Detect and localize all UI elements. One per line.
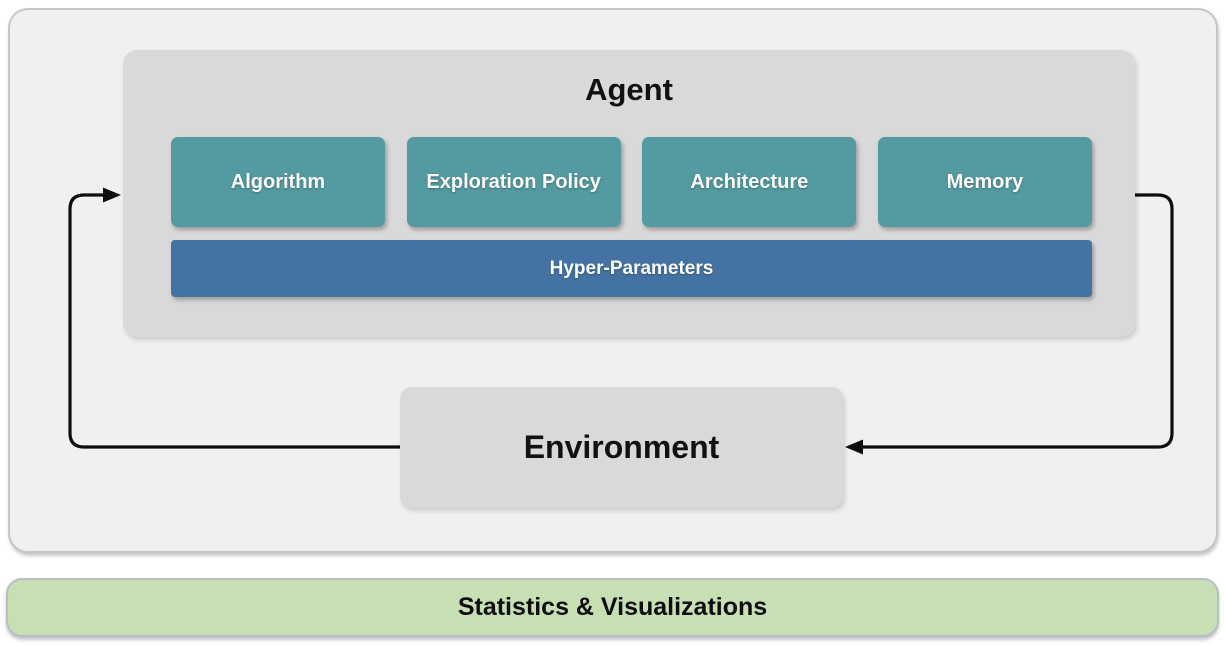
environment-box: Environment [400,387,843,508]
component-label: Architecture [690,170,809,193]
component-label: Exploration Policy [426,170,601,193]
component-box-architecture: Architecture [642,137,857,227]
component-label: Algorithm [230,170,326,193]
component-box-algorithm: Algorithm [171,137,385,227]
hyper-parameters-label: Hyper-Parameters [549,257,714,279]
component-box-exploration-policy: Exploration Policy [406,137,621,227]
hyper-parameters-bar: Hyper-Parameters [171,240,1092,297]
agent-title: Agent [585,72,673,107]
agent-components-row: Algorithm Exploration Policy Architectur… [171,137,1092,227]
component-box-memory: Memory [877,137,1092,227]
environment-label: Environment [523,429,720,465]
component-label: Memory [946,170,1024,193]
statistics-visualizations-label: Statistics & Visualizations [457,593,768,621]
agent-box: Agent Algorithm Exploration Policy Archi… [123,50,1135,337]
statistics-visualizations-bar: Statistics & Visualizations [6,578,1219,637]
